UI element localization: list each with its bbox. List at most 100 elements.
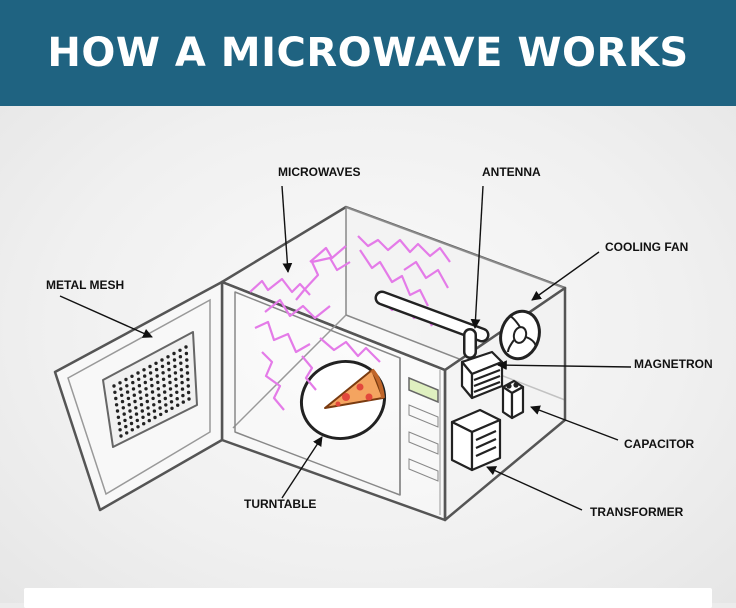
mesh-hole	[180, 387, 185, 391]
mesh-hole	[168, 380, 172, 385]
mesh-hole	[147, 418, 151, 423]
mesh-hole	[153, 415, 157, 420]
label-cooling-fan: COOLING FAN	[605, 240, 689, 254]
arrow-transformer	[486, 466, 583, 511]
mesh-hole	[185, 364, 189, 369]
page-title: HOW A MICROWAVE WORKS	[47, 30, 689, 76]
mesh-hole	[181, 400, 185, 404]
mesh-hole	[143, 380, 147, 385]
title-banner: HOW A MICROWAVE WORKS	[0, 0, 736, 106]
label-arrows	[59, 185, 632, 511]
mesh-hole	[178, 355, 183, 359]
mesh-hole	[113, 390, 117, 394]
mesh-hole	[169, 393, 173, 398]
mesh-hole	[132, 393, 136, 397]
cooling-fan	[499, 309, 541, 361]
mesh-hole	[130, 428, 134, 432]
mesh-hole	[164, 403, 168, 407]
mesh-hole	[184, 351, 189, 356]
label-transformer: TRANSFORMER	[590, 505, 684, 519]
mesh-hole	[186, 390, 191, 395]
arrow-turntable	[281, 436, 323, 499]
mesh-hole	[174, 384, 178, 388]
mesh-hole	[134, 406, 138, 410]
mesh-hole	[178, 348, 182, 352]
mesh-hole	[120, 399, 125, 404]
antenna-waveguide	[374, 290, 490, 359]
mesh-hole	[139, 403, 144, 407]
mesh-hole	[185, 371, 190, 375]
mesh-hole	[158, 406, 162, 410]
mesh-hole	[118, 428, 122, 432]
mesh-hole	[169, 400, 174, 404]
mesh-hole	[136, 425, 140, 429]
mesh-hole	[114, 396, 118, 401]
label-turntable: TURNTABLE	[244, 497, 317, 511]
mesh-hole	[174, 377, 178, 381]
mesh-hole	[173, 364, 177, 369]
bottom-card	[24, 588, 712, 608]
mesh-hole	[166, 361, 171, 365]
mesh-hole	[145, 399, 149, 404]
mesh-hole	[139, 396, 143, 400]
mesh-hole	[133, 399, 137, 404]
mesh-hole	[143, 374, 147, 378]
mesh-hole	[118, 381, 122, 385]
mesh-hole	[156, 387, 160, 391]
mesh-hole	[157, 393, 161, 397]
mesh-hole	[179, 368, 183, 372]
mesh-hole	[152, 403, 156, 407]
mesh-hole	[155, 374, 159, 378]
mesh-hole	[146, 406, 150, 410]
mesh-hole	[164, 409, 168, 413]
mesh-hole	[175, 397, 179, 401]
capacitor	[501, 379, 525, 420]
mesh-hole	[157, 399, 162, 404]
mesh-hole	[134, 412, 139, 416]
mesh-hole	[176, 403, 180, 407]
arrow-capacitor	[530, 405, 619, 441]
mesh-hole	[129, 415, 133, 419]
arrow-magnetron	[497, 360, 632, 371]
mesh-hole	[114, 403, 119, 407]
mesh-hole	[163, 396, 167, 401]
mesh-hole	[172, 358, 177, 362]
mesh-hole	[180, 380, 184, 385]
mesh-hole	[125, 390, 130, 394]
arrow-cooling-fan	[531, 251, 600, 301]
mesh-hole	[122, 412, 126, 416]
mesh-hole	[130, 374, 134, 378]
mesh-hole	[117, 421, 122, 426]
mesh-hole	[179, 361, 183, 365]
mesh-hole	[137, 384, 142, 388]
mesh-hole	[131, 387, 136, 391]
mesh-hole	[186, 384, 190, 388]
mesh-hole	[147, 412, 151, 416]
control-panel	[408, 376, 439, 482]
magnetron	[460, 350, 504, 400]
mesh-hole	[138, 390, 142, 394]
mesh-hole	[142, 422, 146, 426]
mesh-hole	[150, 383, 154, 388]
arrow-metal-mesh	[59, 295, 153, 338]
mesh-hole	[137, 377, 141, 381]
mesh-hole	[172, 351, 176, 356]
mesh-hole	[162, 384, 166, 388]
mesh-hole	[131, 380, 135, 385]
mesh-hole	[163, 390, 167, 394]
mesh-hole	[125, 384, 129, 388]
mesh-hole	[116, 415, 121, 419]
mesh-hole	[142, 368, 146, 372]
mesh-hole	[184, 345, 188, 349]
mesh-hole	[156, 380, 160, 385]
mesh-hole	[127, 403, 131, 407]
mesh-hole	[181, 393, 185, 398]
mesh-hole	[125, 431, 129, 435]
mesh-hole	[166, 355, 170, 359]
mesh-hole	[148, 364, 152, 369]
mesh-hole	[121, 406, 126, 410]
mesh-hole	[160, 364, 165, 369]
mesh-hole	[151, 396, 155, 401]
label-magnetron: MAGNETRON	[634, 357, 713, 371]
mesh-hole	[124, 424, 128, 429]
